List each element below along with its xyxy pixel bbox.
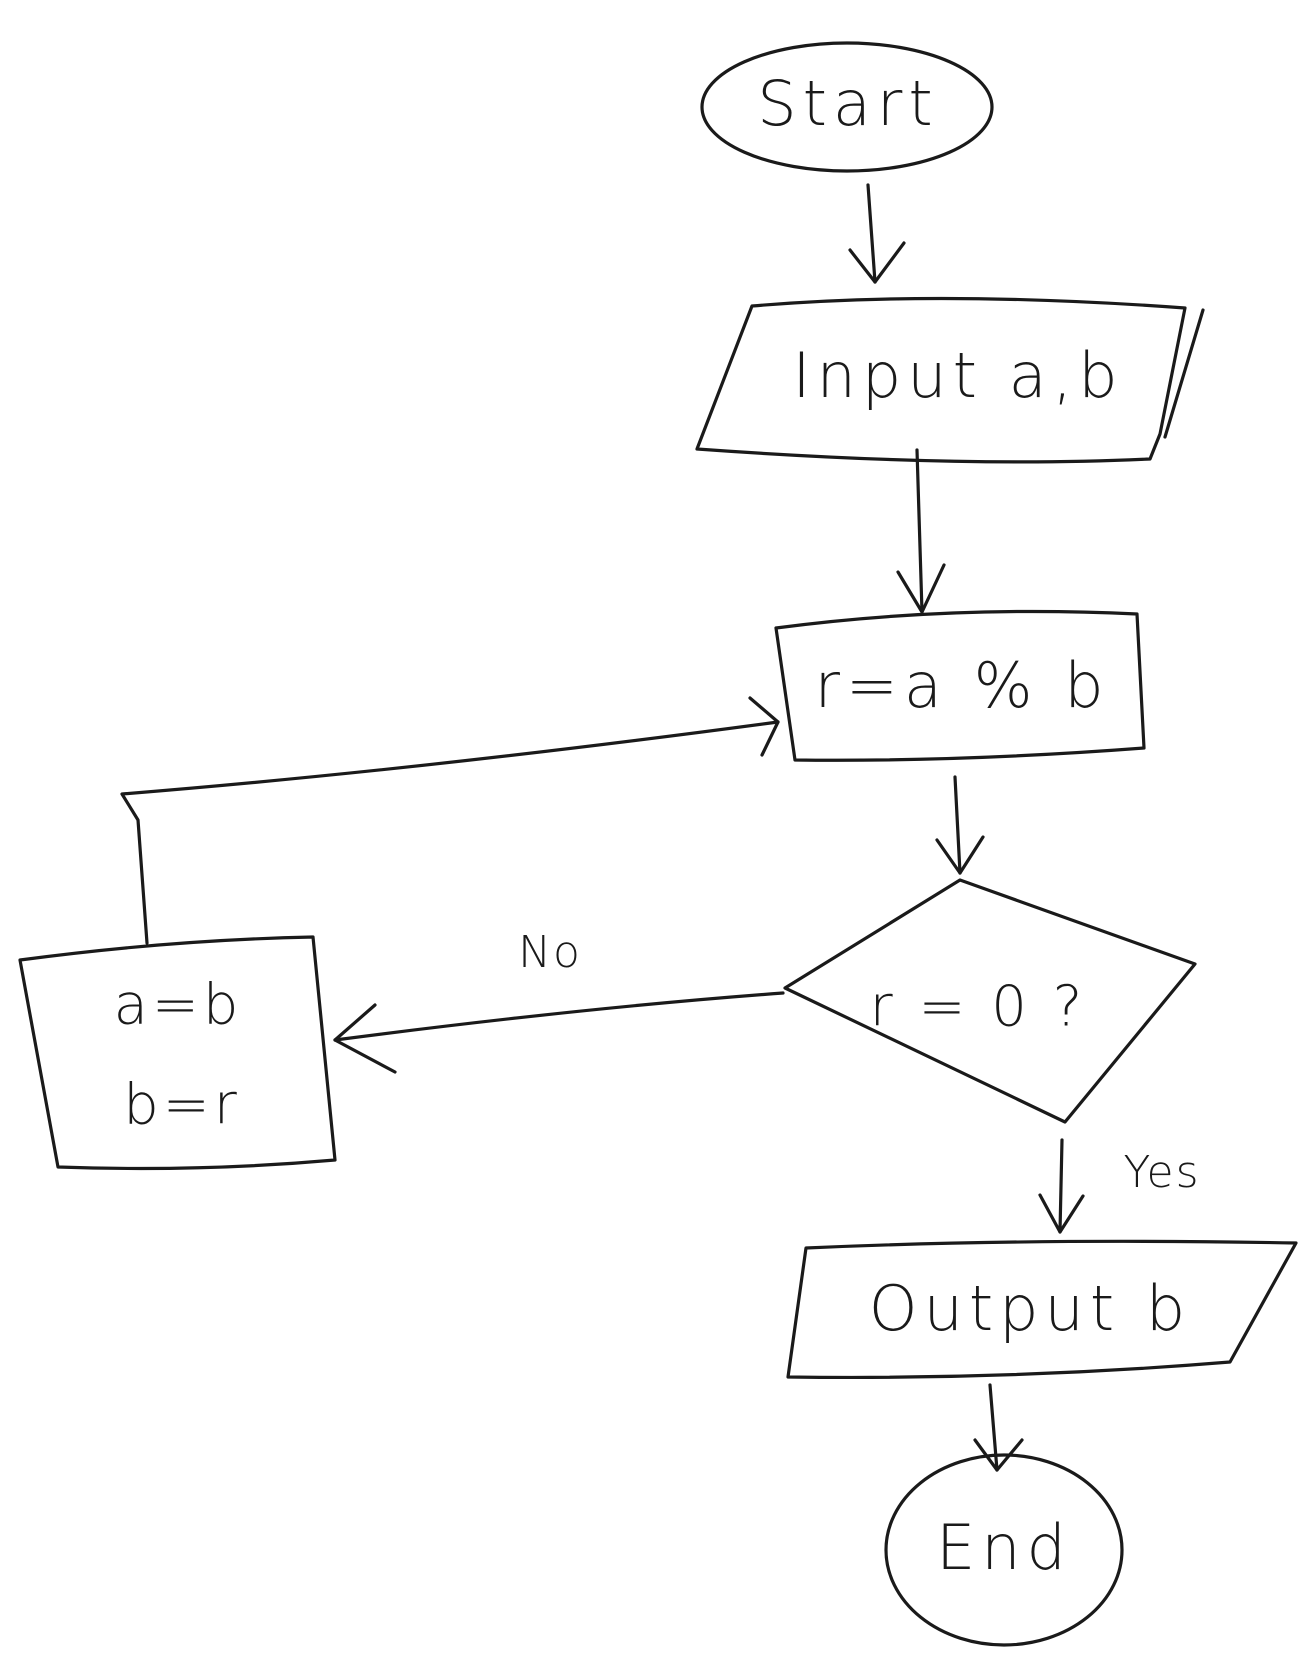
yes-label: Yes — [1123, 1147, 1200, 1198]
end-node-label: End — [936, 1511, 1072, 1584]
start-node: Start — [700, 41, 994, 173]
update-node: a=b b=r — [18, 935, 337, 1171]
input-node-shape — [695, 296, 1187, 464]
update-node-shape — [18, 935, 337, 1171]
no-label: No — [518, 927, 582, 978]
output-node-shape — [786, 1239, 1298, 1380]
arrow-input-to-compute — [896, 448, 946, 614]
arrow-decision-to-output — [1038, 1138, 1085, 1234]
compute-node-label: r=a % b — [814, 649, 1109, 722]
update-node-label-line2: b=r — [123, 1072, 241, 1137]
compute-node: r=a % b — [774, 609, 1146, 762]
update-node-label-line1: a=b — [114, 972, 243, 1037]
start-node-shape — [700, 41, 994, 173]
end-node-shape — [884, 1453, 1124, 1647]
output-node-label: Output b — [869, 1272, 1191, 1345]
decision-node-label: r = 0 ? — [870, 974, 1087, 1039]
arrow-start-to-input — [848, 183, 906, 284]
decision-node: r = 0 ? — [783, 878, 1197, 1124]
compute-node-shape — [774, 609, 1146, 762]
end-node: End — [884, 1453, 1124, 1647]
arrow-compute-to-decision — [935, 775, 985, 875]
input-node-label: Input a,b — [792, 339, 1123, 412]
arrow-decision-to-update — [333, 991, 785, 1074]
decision-node-shape — [783, 878, 1197, 1124]
input-node: Input a,b — [695, 296, 1205, 464]
arrow-update-to-compute — [120, 696, 780, 945]
output-node: Output b — [786, 1239, 1298, 1380]
start-node-label: Start — [757, 67, 938, 140]
